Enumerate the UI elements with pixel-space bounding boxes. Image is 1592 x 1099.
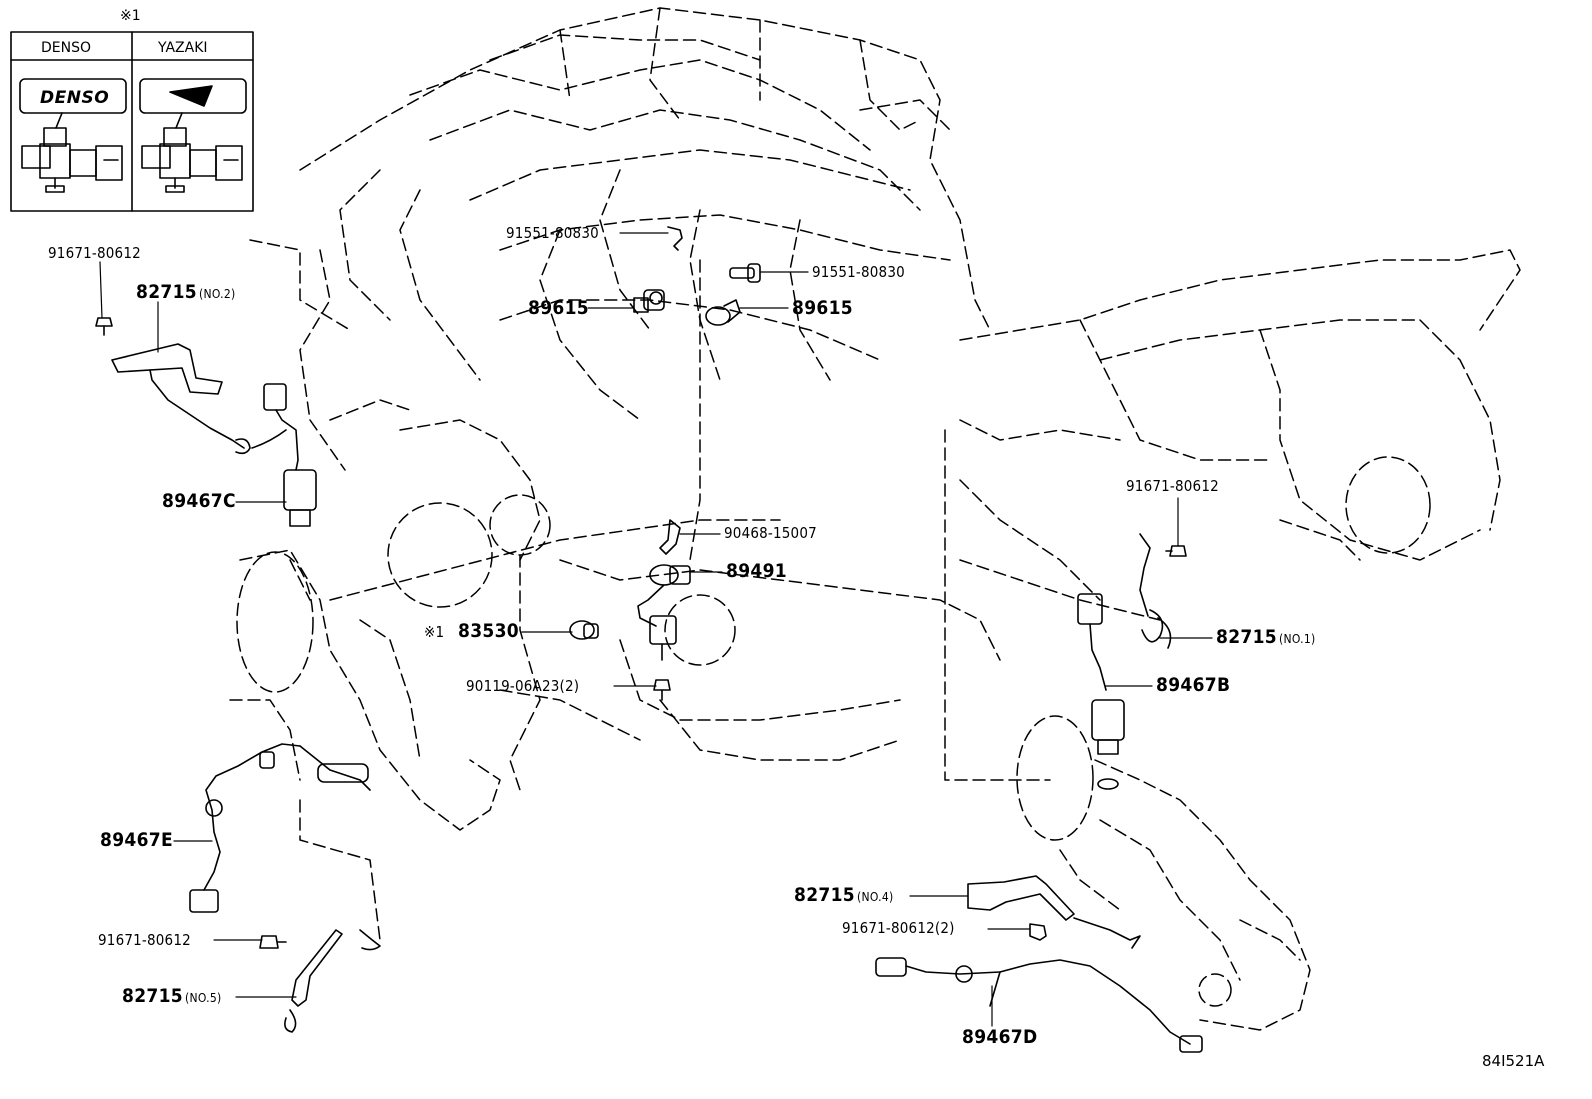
label-89615-a[interactable]: 89615	[528, 297, 589, 319]
label-89467b[interactable]: 89467B	[1156, 674, 1231, 696]
oil-pressure-switch-83530	[569, 620, 599, 640]
bolt-91671-80612-bottom-left	[259, 935, 287, 949]
inset-reference-mark: ※1	[120, 8, 141, 24]
label-89615-b[interactable]: 89615	[792, 297, 853, 319]
cam-position-sensor-89615-a	[633, 289, 665, 313]
yazaki-knock-sensor-icon	[141, 127, 243, 193]
label-89467c[interactable]: 89467C	[162, 490, 236, 512]
inset-header-yazaki: YAZAKI	[158, 40, 208, 56]
air-fuel-sensor-89467d	[875, 957, 1203, 1053]
bolt-91671-80612-right	[1165, 545, 1187, 557]
air-fuel-sensor-89467c	[251, 383, 317, 527]
label-91551-80830-a[interactable]: 91551-80830	[506, 224, 599, 242]
label-90119-06a23[interactable]: 90119-06A23(2)	[466, 677, 580, 695]
air-fuel-sensor-89467b	[1077, 593, 1125, 790]
label-91671-80612-top-left[interactable]: 91671-80612	[48, 244, 141, 262]
label-82715-no2-note: (NO.2)	[198, 287, 236, 301]
label-91671-80612-right[interactable]: 91671-80612	[1126, 477, 1219, 495]
label-82715-no5[interactable]: 82715(NO.5)	[122, 985, 222, 1007]
label-82715-no1-note: (NO.1)	[1278, 632, 1316, 646]
label-83530[interactable]: 83530	[458, 620, 519, 642]
bracket-82715-no2	[111, 343, 251, 455]
label-89491[interactable]: 89491	[726, 560, 787, 582]
bracket-82715-no5	[284, 929, 381, 1033]
label-89467d[interactable]: 89467D	[962, 1026, 1038, 1048]
label-90468-15007[interactable]: 90468-15007	[724, 524, 817, 542]
label-82715-no4-note: (NO.4)	[856, 890, 894, 904]
bolt-90119-06a23	[653, 679, 671, 701]
bolt-91551-80830-a	[667, 226, 683, 251]
label-82715-no1[interactable]: 82715(NO.1)	[1216, 626, 1316, 648]
cam-position-sensor-89615-b	[705, 299, 741, 326]
air-fuel-sensor-89467e	[189, 743, 371, 913]
denso-knock-sensor-icon	[21, 127, 123, 193]
bolt-91671-80612-top-left	[95, 317, 113, 336]
engine-outline	[229, 7, 1521, 1031]
denso-logo: DENSO	[40, 88, 110, 108]
label-82715-no5-note: (NO.5)	[184, 991, 222, 1005]
bolt-91671-80612-2	[1029, 923, 1047, 941]
illustration-id: 84I521A	[1482, 1052, 1545, 1070]
bolt-91551-80830-b	[729, 263, 761, 283]
label-83530-mark: ※1	[424, 623, 445, 641]
label-82715-no4[interactable]: 82715(NO.4)	[794, 884, 894, 906]
connector-variant-inset	[10, 31, 254, 212]
crank-position-sensor-89491	[637, 564, 691, 661]
clamp-90468-15007	[659, 519, 681, 555]
bracket-82715-no4	[967, 875, 1141, 949]
label-91551-80830-b[interactable]: 91551-80830	[812, 263, 905, 281]
bracket-82715-no1	[1139, 533, 1172, 649]
label-82715-no2[interactable]: 82715(NO.2)	[136, 281, 236, 303]
label-89467e[interactable]: 89467E	[100, 829, 173, 851]
inset-header-denso: DENSO	[41, 40, 92, 56]
leader-lines	[99, 232, 1213, 1027]
label-91671-80612-bottom-left[interactable]: 91671-80612	[98, 931, 191, 949]
label-91671-80612-2[interactable]: 91671-80612(2)	[842, 919, 955, 937]
